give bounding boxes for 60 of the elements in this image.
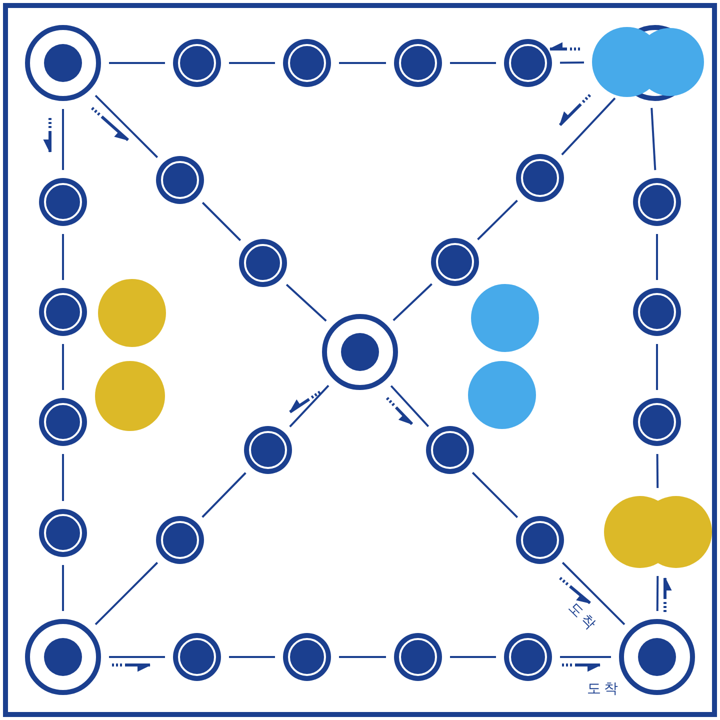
- connector-line: [229, 656, 275, 658]
- connector-line: [450, 656, 496, 658]
- game-piece-pair-drawing: [604, 496, 712, 568]
- connector-line: [62, 344, 64, 390]
- connector-line: [392, 283, 432, 322]
- station-circle: [394, 39, 442, 87]
- connector-line: [656, 234, 658, 280]
- corner-station-circle: [322, 314, 398, 390]
- station-circle: [244, 426, 292, 474]
- connector-line: [286, 284, 327, 322]
- station-circle: [426, 426, 474, 474]
- station-circle: [173, 633, 221, 681]
- finish-label: 도착: [564, 598, 602, 636]
- connector-line: [656, 454, 659, 488]
- connector-line: [289, 384, 330, 428]
- connector-line: [656, 344, 658, 390]
- station-circle: [39, 288, 87, 336]
- station-circle: [394, 633, 442, 681]
- connector-line: [62, 565, 64, 611]
- station-circle: [516, 154, 564, 202]
- station-circle: [633, 178, 681, 226]
- game-pieces-on-corner-drawing: [592, 24, 706, 100]
- connector-line: [560, 656, 611, 658]
- connector-line: [339, 656, 386, 658]
- connector-line: [94, 562, 158, 626]
- station-circle: [516, 516, 564, 564]
- connector-line: [562, 562, 626, 626]
- station-circle: [156, 156, 204, 204]
- connector-line: [390, 385, 430, 428]
- connector-line: [450, 62, 496, 64]
- station-circle: [633, 398, 681, 446]
- station-circle: [633, 288, 681, 336]
- connector-line: [94, 94, 158, 158]
- station-circle: [173, 39, 221, 87]
- connector-line: [62, 454, 64, 501]
- connector-line: [109, 656, 165, 658]
- connector-line: [229, 62, 275, 64]
- connector-line: [202, 202, 242, 242]
- connector-line: [561, 98, 616, 156]
- connector-line: [472, 472, 518, 518]
- finish-label: 도착: [587, 680, 621, 698]
- connector-line: [650, 108, 656, 170]
- station-circle: [156, 516, 204, 564]
- station-circle: [239, 239, 287, 287]
- connector-line: [62, 109, 64, 170]
- station-circle: [39, 178, 87, 226]
- connector-line: [656, 576, 659, 611]
- connector-line: [62, 234, 64, 280]
- station-circle: [504, 633, 552, 681]
- connector-line: [477, 200, 518, 240]
- station-circle: [283, 39, 331, 87]
- station-circle: [39, 509, 87, 557]
- connector-line: [109, 62, 165, 64]
- station-circle: [504, 39, 552, 87]
- station-circle: [431, 238, 479, 286]
- connector-line: [339, 62, 386, 64]
- connector-line: [202, 472, 246, 518]
- connector-line: [560, 62, 584, 64]
- station-circle: [283, 633, 331, 681]
- station-circle: [39, 398, 87, 446]
